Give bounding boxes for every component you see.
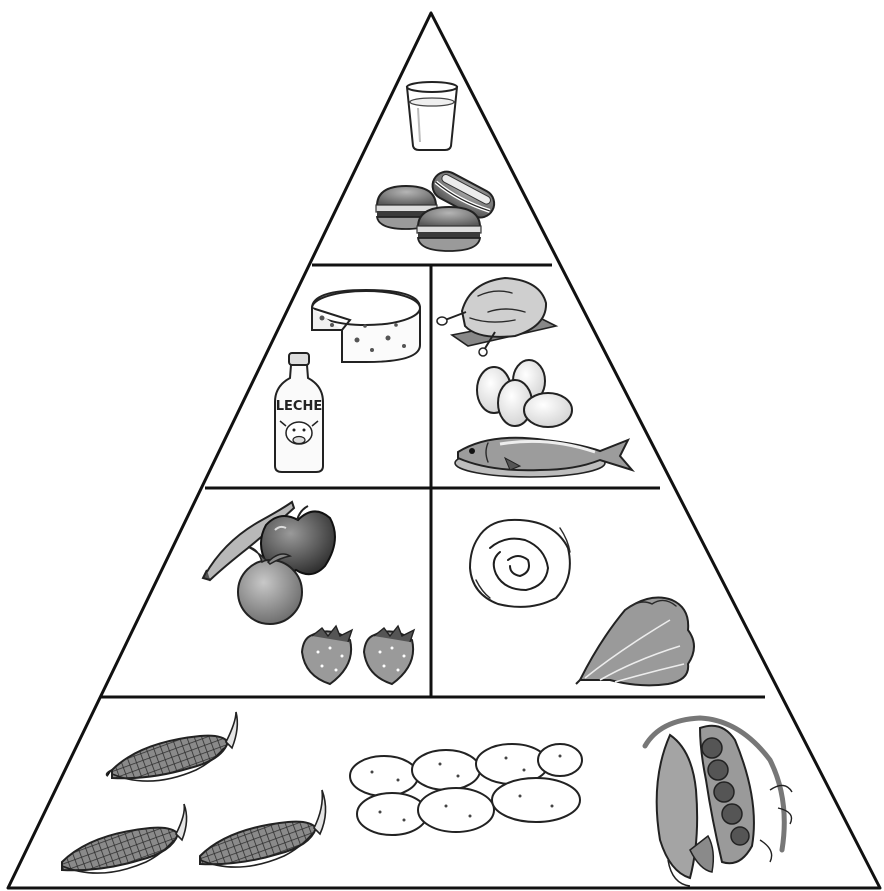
pyramid-frame: [6, 11, 882, 890]
level-middle-left: [201, 500, 416, 686]
level-upper-right: [436, 276, 636, 478]
level-upper-left: LECHE: [274, 288, 421, 473]
strawberry-icon: [300, 624, 354, 686]
level-base: [61, 711, 793, 887]
lettuce-icon: [575, 596, 695, 687]
cow-face-icon: [279, 420, 319, 445]
roast-chicken-icon: [436, 276, 559, 357]
cheese-icon: [311, 288, 421, 363]
potatoes-icon: [349, 743, 583, 836]
hamburger-icon: [375, 184, 482, 252]
orange-icon: [237, 546, 303, 625]
fish-icon: [454, 436, 636, 478]
sandwich-icon: [431, 170, 496, 219]
milk-bottle-icon: LECHE: [274, 352, 324, 473]
milk-bottle-label: LECHE: [276, 399, 322, 414]
corn-icon-2: [61, 803, 188, 874]
level-top: [375, 81, 496, 252]
corn-icon: [105, 711, 239, 782]
peas-pod-icon: [642, 715, 793, 887]
level-middle-right: [468, 518, 695, 687]
eggs-icon: [476, 359, 573, 428]
corn-icon-3: [199, 789, 327, 868]
cabbage-icon: [468, 518, 571, 608]
milk-glass-icon: [405, 81, 459, 151]
strawberry-icon-2: [362, 624, 416, 686]
